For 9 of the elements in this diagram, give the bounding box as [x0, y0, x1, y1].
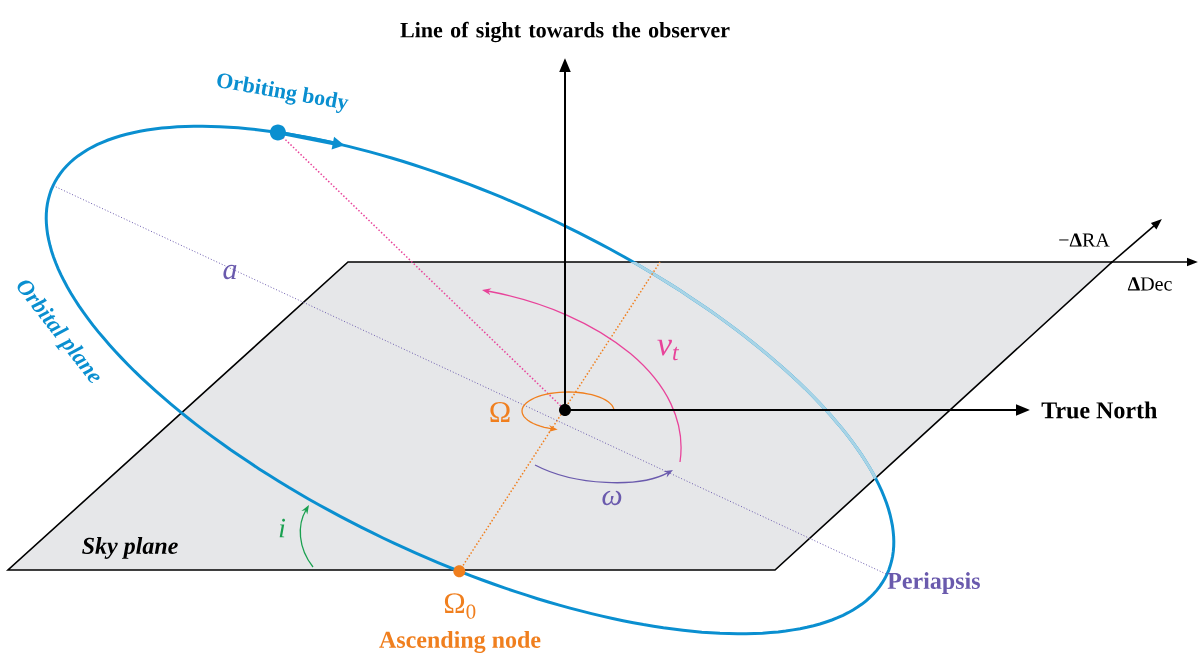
point-label: Ω$_{0}$ [444, 593, 476, 619]
angle-label: ω [602, 490, 622, 506]
point-label: Periapsis [887, 572, 980, 594]
angle-label: Ω [490, 402, 510, 422]
axis-label: a [223, 264, 237, 280]
angle-label: i [279, 518, 286, 538]
angle-label: ν$_{t}$ [657, 339, 680, 361]
point-label: Ascending node [379, 631, 541, 653]
axis-label: Line of sight towards the observer [400, 21, 730, 43]
